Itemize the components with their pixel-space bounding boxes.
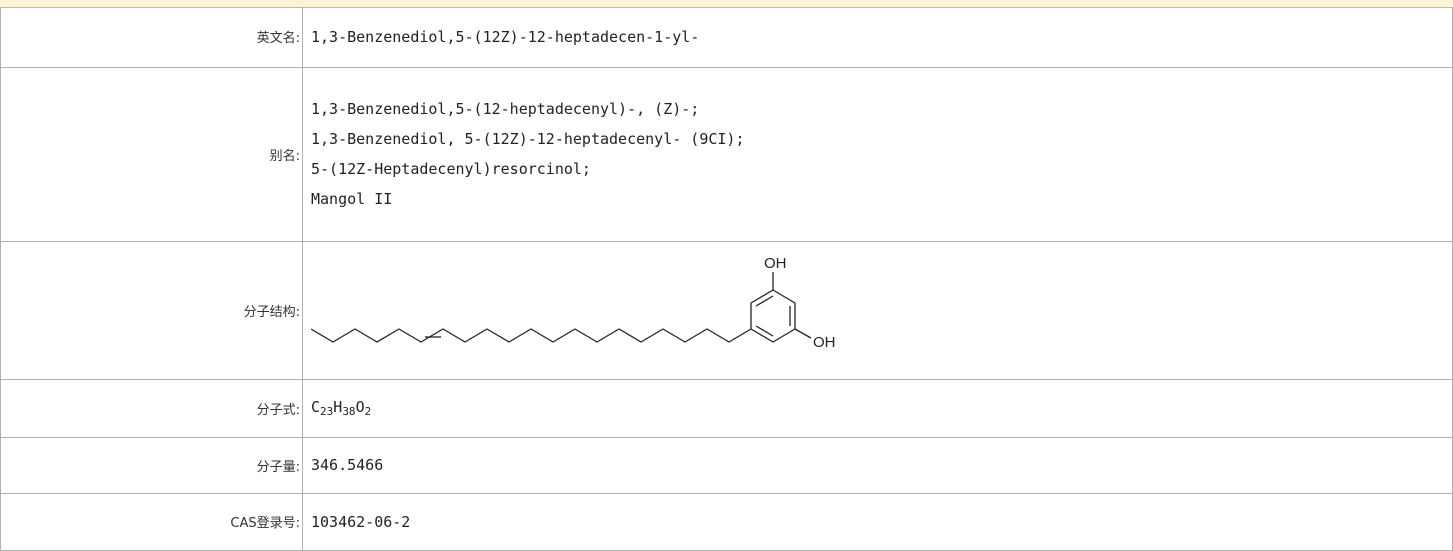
formula-count: 23 xyxy=(320,405,334,418)
alias-line-1: 1,3-Benzenediol,5-(12-heptadecenyl)-, (Z… xyxy=(311,100,700,118)
oh-bottom-label: OH xyxy=(813,334,836,351)
formula-label: 分子式: xyxy=(0,378,303,438)
benzene-ring xyxy=(750,289,796,343)
weight-text: 346.5466 xyxy=(311,456,384,474)
english-name-label: 英文名: xyxy=(0,7,303,68)
formula-count: 38 xyxy=(342,405,356,418)
structure-label: 分子结构: xyxy=(0,240,303,380)
row-english-name: 英文名: 1,3-Benzenediol,5-(12Z)-12-heptadec… xyxy=(0,7,1453,68)
weight-value: 346.5466 xyxy=(302,436,1453,494)
oh-top-label: OH xyxy=(764,255,787,272)
cas-value: 103462-06-2 xyxy=(302,492,1453,551)
ring-double-bond-3 xyxy=(755,325,774,337)
compound-info-table: 英文名: 1,3-Benzenediol,5-(12Z)-12-heptadec… xyxy=(0,7,1453,551)
formula-count: 2 xyxy=(364,405,372,418)
formula-element: C xyxy=(311,398,321,416)
alias-values: 1,3-Benzenediol,5-(12-heptadecenyl)-, (Z… xyxy=(302,66,1453,242)
cas-text: 103462-06-2 xyxy=(311,512,411,531)
english-name-text: 1,3-Benzenediol,5-(12Z)-12-heptadecen-1-… xyxy=(311,27,700,46)
structure-cell: OH OH xyxy=(302,240,1453,380)
formula-value: C23H38O2 xyxy=(302,378,1453,438)
formula-element: H xyxy=(333,398,343,416)
ring-double-bond-1 xyxy=(755,295,774,307)
row-formula: 分子式: C23H38O2 xyxy=(0,378,1453,438)
structure-image: OH OH xyxy=(311,252,1452,368)
alias-label: 别名: xyxy=(0,66,303,242)
alias-line-2: 1,3-Benzenediol, 5-(12Z)-12-heptadecenyl… xyxy=(311,130,745,148)
formula-element: O xyxy=(355,398,365,416)
cas-label: CAS登录号: xyxy=(0,492,303,551)
row-structure: 分子结构: OH OH xyxy=(0,240,1453,380)
row-weight: 分子量: 346.5466 xyxy=(0,436,1453,494)
row-cas: CAS登录号: 103462-06-2 xyxy=(0,492,1453,551)
alias-line-3: 5-(12Z-Heptadecenyl)resorcinol; xyxy=(311,160,591,178)
weight-label: 分子量: xyxy=(0,436,303,494)
formula-text: C23H38O2 xyxy=(311,398,372,418)
row-alias: 别名: 1,3-Benzenediol,5-(12-heptadecenyl)-… xyxy=(0,66,1453,242)
alias-line-4: Mangol II xyxy=(311,190,393,208)
alkyl-chain xyxy=(311,328,752,343)
oh-bottom-bond xyxy=(794,328,812,339)
english-name-value: 1,3-Benzenediol,5-(12Z)-12-heptadecen-1-… xyxy=(302,7,1453,68)
molecule-structure-svg: OH OH xyxy=(311,255,836,351)
